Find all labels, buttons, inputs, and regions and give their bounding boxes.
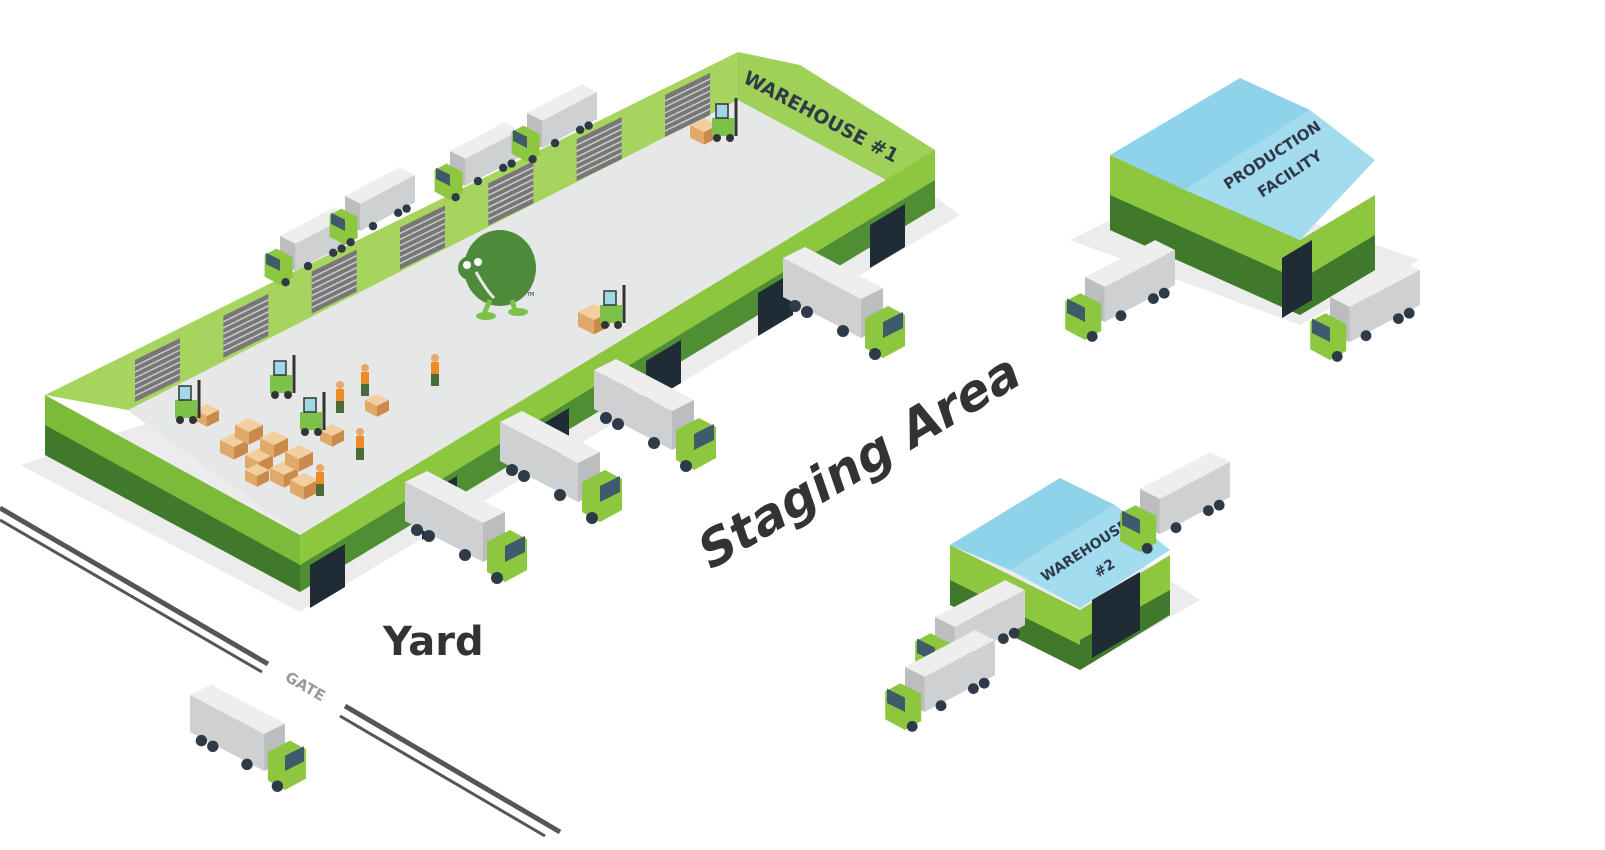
loading-door [870,204,905,268]
warehouse-2: WAREHOUSE #2 [950,478,1200,670]
truck-icon [405,471,527,584]
pallet-box-icon [320,424,344,447]
warehouse-1-shutters [134,73,711,402]
truck-icon [511,84,597,164]
forklift-icon [270,355,296,399]
kiwi-logo-icon: TM [458,230,536,320]
shutter-door [223,293,269,358]
pallet-box-icon [235,418,263,445]
worker-icon [316,464,324,496]
trademark-label: TM [526,292,534,298]
yard-label: Yard [382,619,484,665]
shutter-door [488,161,534,226]
truck-icon [434,122,520,202]
warehouse-1: WAREHOUSE #1 TM [20,52,960,612]
pallet-box-icon [285,445,313,472]
pallet-box-icon [290,473,318,500]
shutter-door [576,117,622,182]
pallet-box-icon [245,464,269,487]
warehouse-1-interior [175,98,738,500]
trucks [190,84,1420,792]
shutter-door [134,338,181,402]
pallet-box-icon [260,431,288,458]
worker-icon [356,428,364,460]
shutter-door [664,73,711,137]
worker-icon [431,354,439,386]
shutter-door [311,249,357,314]
truck-icon [1065,240,1175,342]
forklift-icon [300,392,326,436]
worker-icon [361,364,369,396]
shutter-door [399,205,446,270]
truck-icon [500,411,622,524]
worker-icon [336,381,344,413]
forklift-icon [175,380,201,424]
forklift-icon [712,98,738,142]
truck-icon [329,167,415,247]
truck-icon [594,359,716,472]
forklift-icon [600,285,626,329]
gate-label: GATE [282,668,328,705]
truck-icon [1310,260,1420,362]
pallet-box-icon [365,394,389,417]
truck-icon [190,684,306,792]
truck-icon [1120,452,1230,554]
loading-door [310,544,345,608]
truck-icon [783,247,905,360]
production-facility: PRODUCTION FACILITY [1070,78,1420,325]
truck-icon [885,630,995,732]
pallet-box-icon [195,404,219,427]
